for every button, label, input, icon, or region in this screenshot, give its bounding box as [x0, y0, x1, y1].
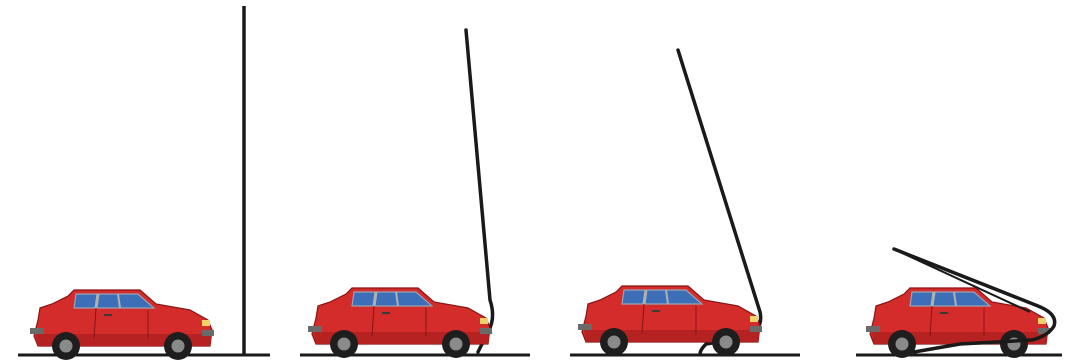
panel-4: [856, 249, 1062, 358]
panel-1: [18, 6, 270, 360]
panel-2: [300, 30, 530, 358]
pole-bending: [466, 30, 493, 352]
panel-3: [570, 50, 800, 356]
